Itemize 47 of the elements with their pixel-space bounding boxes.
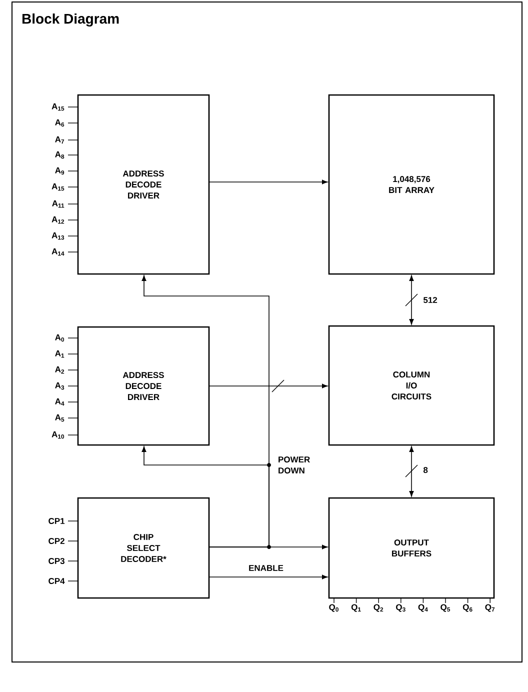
pin-label: A$_{15}$: [52, 183, 64, 191]
block-box: ADDRESS DECODE DRIVER: [77, 326, 210, 446]
connector-arrow: [409, 275, 414, 325]
pin-label: A$_{5}$: [55, 414, 64, 422]
pin-label: CP2: [48, 538, 64, 544]
edge-label: 8: [422, 466, 429, 474]
edge-label: ENABLE: [248, 564, 284, 572]
block-box: COLUMN I/O CIRCUITS: [328, 325, 495, 446]
connector-arrow: [142, 446, 270, 548]
pin-label: Q$_{1}$: [351, 604, 361, 612]
pin-label: CP1: [48, 518, 65, 524]
connector-arrow: [208, 384, 328, 388]
pin-label: A$_{13}$: [52, 232, 64, 240]
pin-label: A$_{9}$: [55, 167, 64, 175]
pin-label: CP4: [48, 578, 65, 584]
pin-label: Q$_{4}$: [418, 604, 428, 612]
block-box: CHIP SELECT DECODER*: [77, 497, 210, 599]
pin-label: A$_{12}$: [52, 216, 64, 224]
pin-label: Q$_{5}$: [440, 604, 450, 612]
block-box: OUTPUT BUFFERS: [328, 497, 495, 599]
pin-label: CP3: [48, 558, 64, 564]
pin-label: A$_{7}$: [55, 136, 64, 144]
block-box: ADDRESS DECODE DRIVER: [77, 94, 210, 275]
pin-label: A$_{15}$: [52, 103, 64, 111]
pin-label: A$_{10}$: [52, 431, 64, 439]
pin-label: A$_{1}$: [55, 350, 64, 358]
pin-label: A$_{2}$: [55, 366, 64, 374]
pin-label: Q$_{6}$: [462, 604, 472, 612]
connector-arrow: [208, 180, 328, 184]
pin-label: A$_{6}$: [55, 119, 64, 127]
connector-arrow: [409, 446, 414, 497]
pin-label: A$_{0}$: [55, 334, 64, 342]
pin-label: Q$_{0}$: [329, 604, 338, 612]
pin-label: A$_{11}$: [52, 200, 64, 208]
title: Block Diagram: [22, 13, 119, 27]
pin-label: Q$_{7}$: [485, 604, 495, 612]
pin-label: A$_{3}$: [55, 382, 64, 390]
pin-label: A$_{4}$: [55, 398, 64, 406]
connector-arrow: [208, 544, 328, 550]
pin-label: Q$_{2}$: [374, 604, 384, 612]
block-box: 1,048,576 BIT ARRAY: [328, 94, 495, 275]
pin-label: A$_{14}$: [52, 248, 64, 256]
edge-label: 512: [422, 296, 438, 304]
pin-label: A$_{8}$: [55, 151, 64, 159]
connector-arrow: [208, 574, 328, 580]
pin-label: Q$_{3}$: [396, 604, 406, 612]
signal-label: POWER DOWN: [278, 456, 310, 474]
